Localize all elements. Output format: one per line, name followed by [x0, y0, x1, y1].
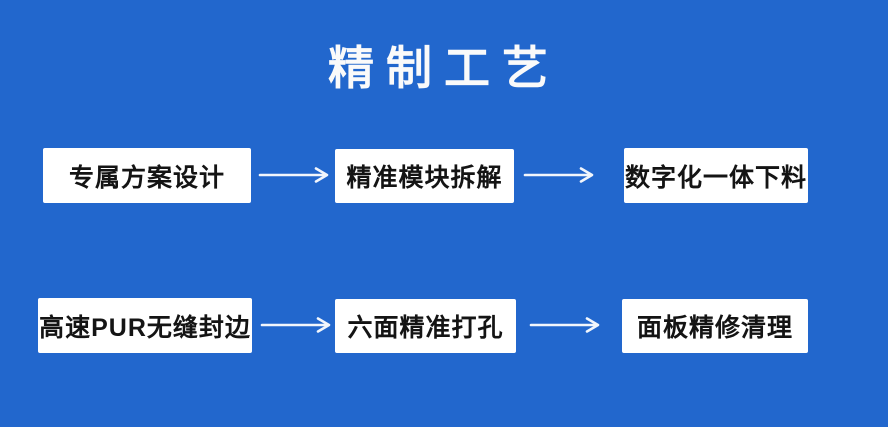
flow-step-label: 面板精修清理: [636, 314, 793, 342]
flow-step-box-cutting: 数字化一体下料: [624, 148, 808, 203]
flow-step-box-edge-banding: 高速PUR无缝封边: [38, 298, 252, 353]
page-title: 精制工艺: [328, 42, 560, 94]
flow-step-box-panel-finishing: 面板精修清理: [622, 299, 808, 353]
flow-step-label: 六面精准打孔: [347, 314, 504, 342]
flow-step-label: 高速PUR无缝封边: [39, 313, 251, 342]
arrow-right-icon: [258, 167, 329, 183]
flow-step-label: 专属方案设计: [68, 163, 225, 192]
arrow-right-icon: [529, 317, 600, 333]
flow-step-box-module: 精准模块拆解: [335, 149, 514, 203]
flow-step-box-design: 专属方案设计: [43, 148, 251, 203]
arrow-right-icon: [260, 317, 331, 333]
arrow-right-icon: [523, 167, 594, 183]
flow-step-label: 数字化一体下料: [624, 163, 807, 192]
flow-step-label: 精准模块拆解: [346, 164, 503, 192]
flow-step-box-drilling: 六面精准打孔: [335, 299, 516, 353]
